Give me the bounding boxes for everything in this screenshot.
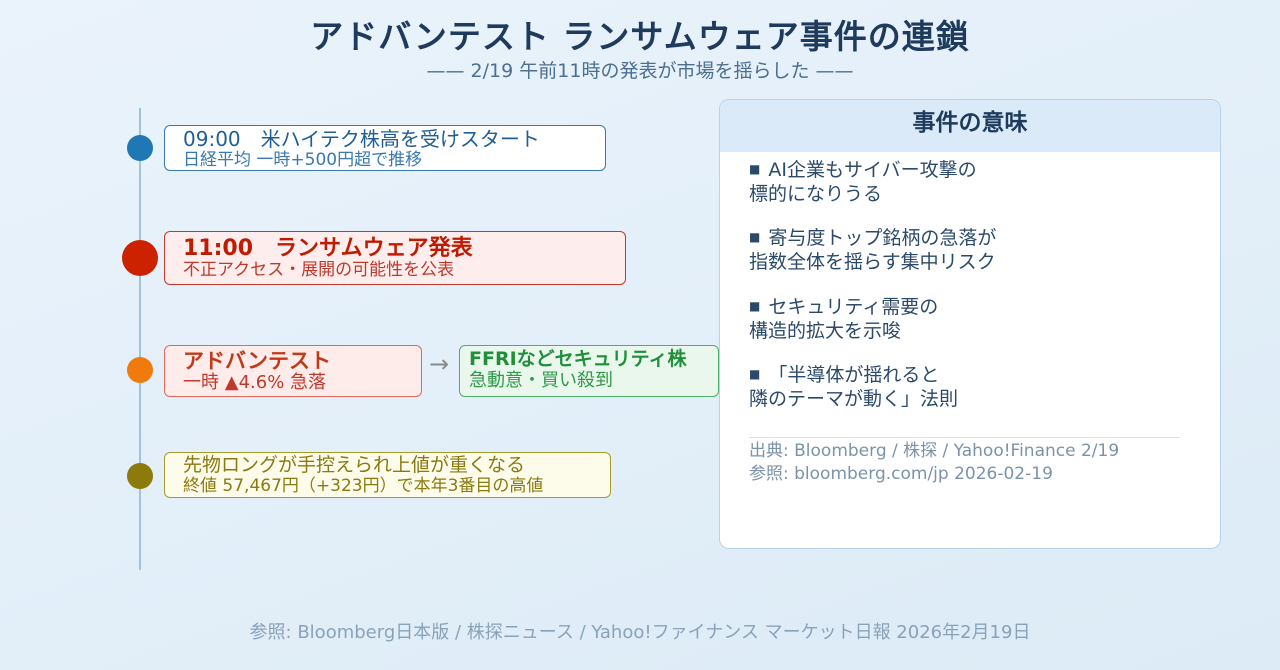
event-title: 09:00 米ハイテク株高を受けスタート [183,127,540,151]
timeline-dot-1100 [122,240,158,276]
event-title: 11:00 ランサムウェア発表 [183,236,473,261]
event-detail: 急動意・買い殺到 [469,369,613,391]
page-subtitle: —— 2/19 午前11時の発表が市場を揺らした —— [426,60,854,82]
timeline-dot-drop [127,357,153,383]
event-title: アドバンテスト [183,349,332,373]
bullet-icon: ■ [749,162,761,176]
timeline-event-ransomware: 11:00 ランサムウェア発表 不正アクセス・展開の可能性を公表 [164,231,626,285]
meaning-point: ■ セキュリティ需要の 構造的拡大を示唆 [749,295,1200,343]
timeline-event-advantest-drop: アドバンテスト 一時 ▲4.6% 急落 [164,345,422,397]
event-detail: 一時 ▲4.6% 急落 [183,372,327,394]
divider [749,437,1180,438]
event-detail: 不正アクセス・展開の可能性を公表 [183,260,455,281]
point-text: 「半導体が揺れると [768,363,940,386]
bullet-icon: ■ [749,366,761,381]
reference-note: 参照: bloomberg.com/jp 2026-02-19 [749,464,1053,485]
timeline-dot-close [127,463,153,489]
timeline-event-open: 09:00 米ハイテク株高を受けスタート 日経平均 一時+500円超で推移 [164,125,606,171]
meaning-point: ■ AI企業もサイバー攻撃の 標的になりうる [749,158,1200,206]
bullet-icon: ■ [749,298,761,313]
point-text: 指数全体を揺らす集中リスク [749,251,996,274]
timeline-axis [139,108,141,570]
event-title: FFRIなどセキュリティ株 [469,348,687,370]
meaning-point: ■ 寄与度トップ銘柄の急落が 指数全体を揺らす集中リスク [749,226,1200,274]
event-detail: 終値 57,467円（+323円）で本年3番目の高値 [183,475,544,496]
point-text: 構造的拡大を示唆 [749,319,902,342]
branch-event-security-stocks: FFRIなどセキュリティ株 急動意・買い殺到 [459,345,719,397]
bullet-icon: ■ [749,230,761,245]
point-text: セキュリティ需要の [768,295,939,318]
timeline-dot-0900 [127,135,153,161]
point-text: 寄与度トップ銘柄の急落が [768,227,997,250]
right-arrow-icon: → [429,350,450,378]
point-text: 標的になりうる [749,183,883,206]
event-title: 先物ロングが手控えられ上値が重くなる [183,454,526,476]
meaning-panel: 事件の意味 ■ AI企業もサイバー攻撃の 標的になりうる ■ 寄与度トップ銘柄の… [719,99,1221,549]
event-detail: 日経平均 一時+500円超で推移 [183,150,423,170]
footer-reference: 参照: Bloomberg日本版 / 株探ニュース / Yahoo!ファイナンス… [249,622,1031,643]
point-text: 隣のテーマが動く」法則 [749,387,959,410]
point-text: AI企業もサイバー攻撃の [768,159,977,181]
source-note: 出典: Bloomberg / 株探 / Yahoo!Finance 2/19 [749,441,1120,461]
meaning-point: ■ 「半導体が揺れると 隣のテーマが動く」法則 [749,363,1200,411]
timeline-event-close: 先物ロングが手控えられ上値が重くなる 終値 57,467円（+323円）で本年3… [164,452,611,498]
panel-title: 事件の意味 [720,100,1220,152]
page-title: アドバンテスト ランサムウェア事件の連鎖 [310,17,970,56]
